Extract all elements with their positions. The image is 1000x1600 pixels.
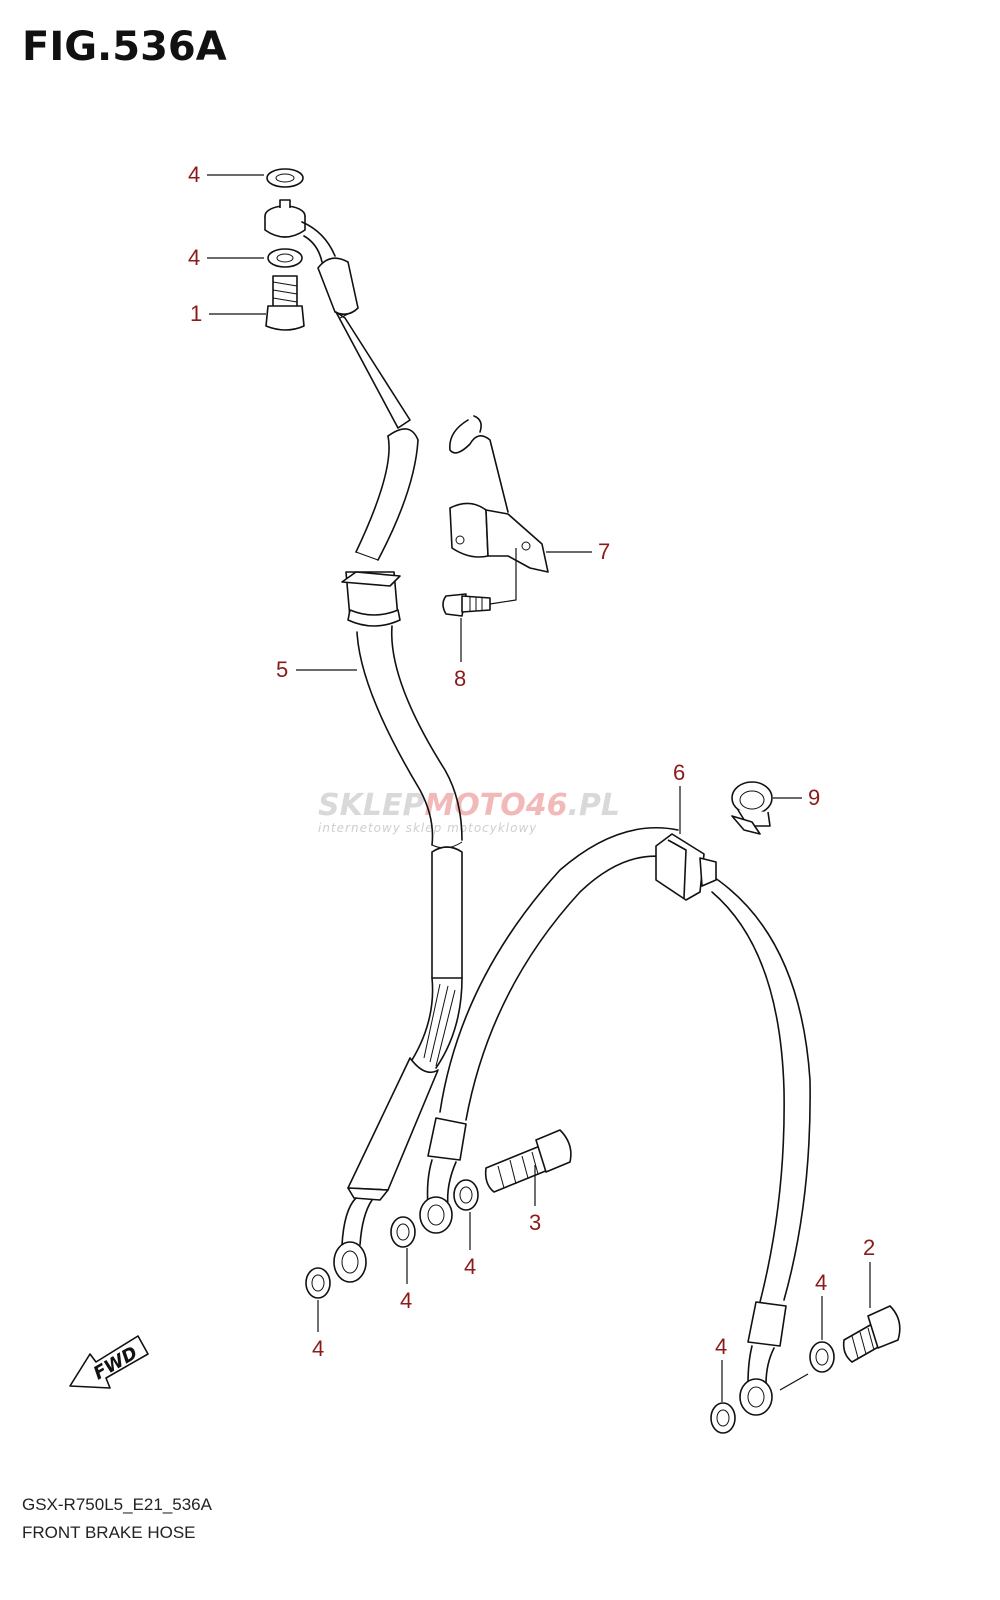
hose-bracket [449,415,549,573]
figure-caption: FRONT BRAKE HOSE [22,1523,196,1542]
callout-hose-6: 6 [673,760,685,785]
callout-washer-lower-a: 4 [312,1336,324,1361]
callout-clamp-9: 9 [808,785,820,810]
callout-washer-lower-b: 4 [400,1288,412,1313]
callout-washer-right-upper: 4 [815,1270,827,1295]
forward-direction-indicator: FWD [69,1335,149,1389]
front-brake-hose-lower [419,826,811,1416]
callout-hose-5: 5 [276,657,288,682]
callout-washer-upper: 4 [188,245,200,270]
model-code: GSX-R750L5_E21_536A [22,1495,213,1514]
bracket-bolt [442,548,517,617]
watermark-text: SKLEPMOTO46.PL [318,788,620,823]
callout-bracket-7: 7 [598,539,610,564]
union-bolt-upper [265,168,305,331]
front-brake-hose-upper [264,199,463,1283]
callout-washer-right-lower: 4 [715,1334,727,1359]
callouts: 4 4 1 7 8 5 6 9 3 4 4 4 2 4 4 [188,162,875,1402]
union-bolt-lower-right [710,1305,901,1434]
callout-union-bolt-2: 2 [863,1235,875,1260]
callout-union-bolt-3: 3 [529,1210,541,1235]
callout-bolt-8: 8 [454,666,466,691]
fwd-label: FWD [90,1343,141,1385]
watermark: SKLEPMOTO46.PL internetowy sklep motocyk… [318,788,620,835]
hose-clamp [731,781,773,835]
callout-union-bolt-1: 1 [190,301,202,326]
watermark-subtitle: internetowy sklep motocyklowy [318,821,537,835]
callout-washer-lower-c: 4 [464,1254,476,1279]
figure-title: FIG.536A [22,24,227,70]
callout-washer-top: 4 [188,162,200,187]
union-bolt-lower-left [305,1129,572,1299]
